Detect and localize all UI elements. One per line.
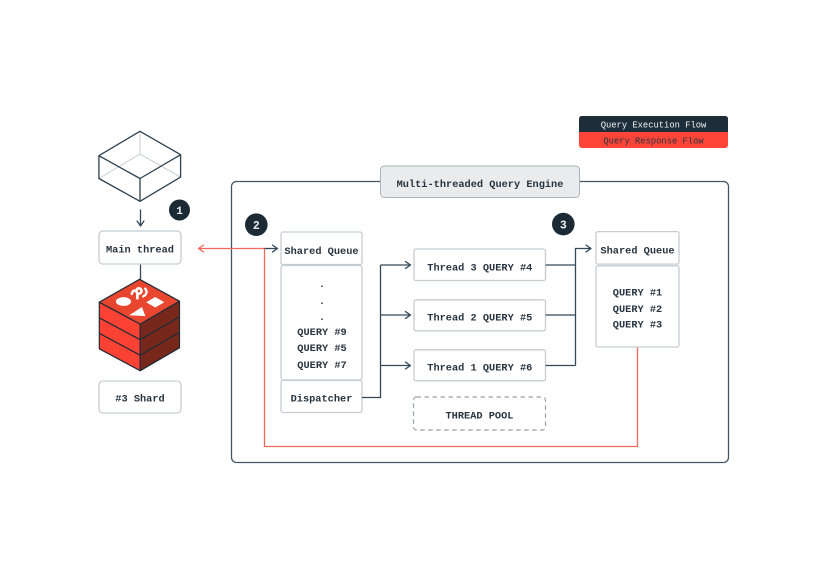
svg-text:2: 2 (253, 220, 260, 233)
svg-text:QUERY #7: QUERY #7 (297, 360, 346, 372)
svg-text:Shared Queue: Shared Queue (600, 246, 674, 258)
svg-text:QUERY #9: QUERY #9 (297, 327, 346, 339)
svg-text:QUERY #5: QUERY #5 (297, 343, 346, 355)
svg-text:3: 3 (560, 219, 567, 232)
svg-text:.: . (319, 279, 325, 291)
svg-text:Thread 3 QUERY #4: Thread 3 QUERY #4 (427, 263, 532, 275)
svg-text:1: 1 (176, 206, 183, 218)
svg-text:Thread 2 QUERY #5: Thread 2 QUERY #5 (427, 313, 532, 325)
svg-text:Thread 1 QUERY #6: Thread 1 QUERY #6 (427, 363, 532, 375)
svg-text:.: . (319, 312, 325, 324)
svg-text:Shared Queue: Shared Queue (284, 246, 358, 258)
svg-text:QUERY #3: QUERY #3 (613, 319, 662, 331)
svg-text:.: . (319, 296, 325, 308)
svg-text:#3 Shard: #3 Shard (115, 394, 164, 406)
svg-text:QUERY #1: QUERY #1 (613, 288, 662, 300)
svg-text:Main thread: Main thread (106, 245, 174, 257)
svg-text:Dispatcher: Dispatcher (291, 393, 353, 405)
svg-text:Multi-threaded Query Engine: Multi-threaded Query Engine (397, 179, 564, 191)
svg-text:Query Response Flow: Query Response Flow (603, 137, 704, 147)
svg-text:THREAD POOL: THREAD POOL (446, 410, 514, 422)
svg-text:Query Execution Flow: Query Execution Flow (601, 121, 707, 131)
svg-text:QUERY #2: QUERY #2 (613, 304, 662, 316)
